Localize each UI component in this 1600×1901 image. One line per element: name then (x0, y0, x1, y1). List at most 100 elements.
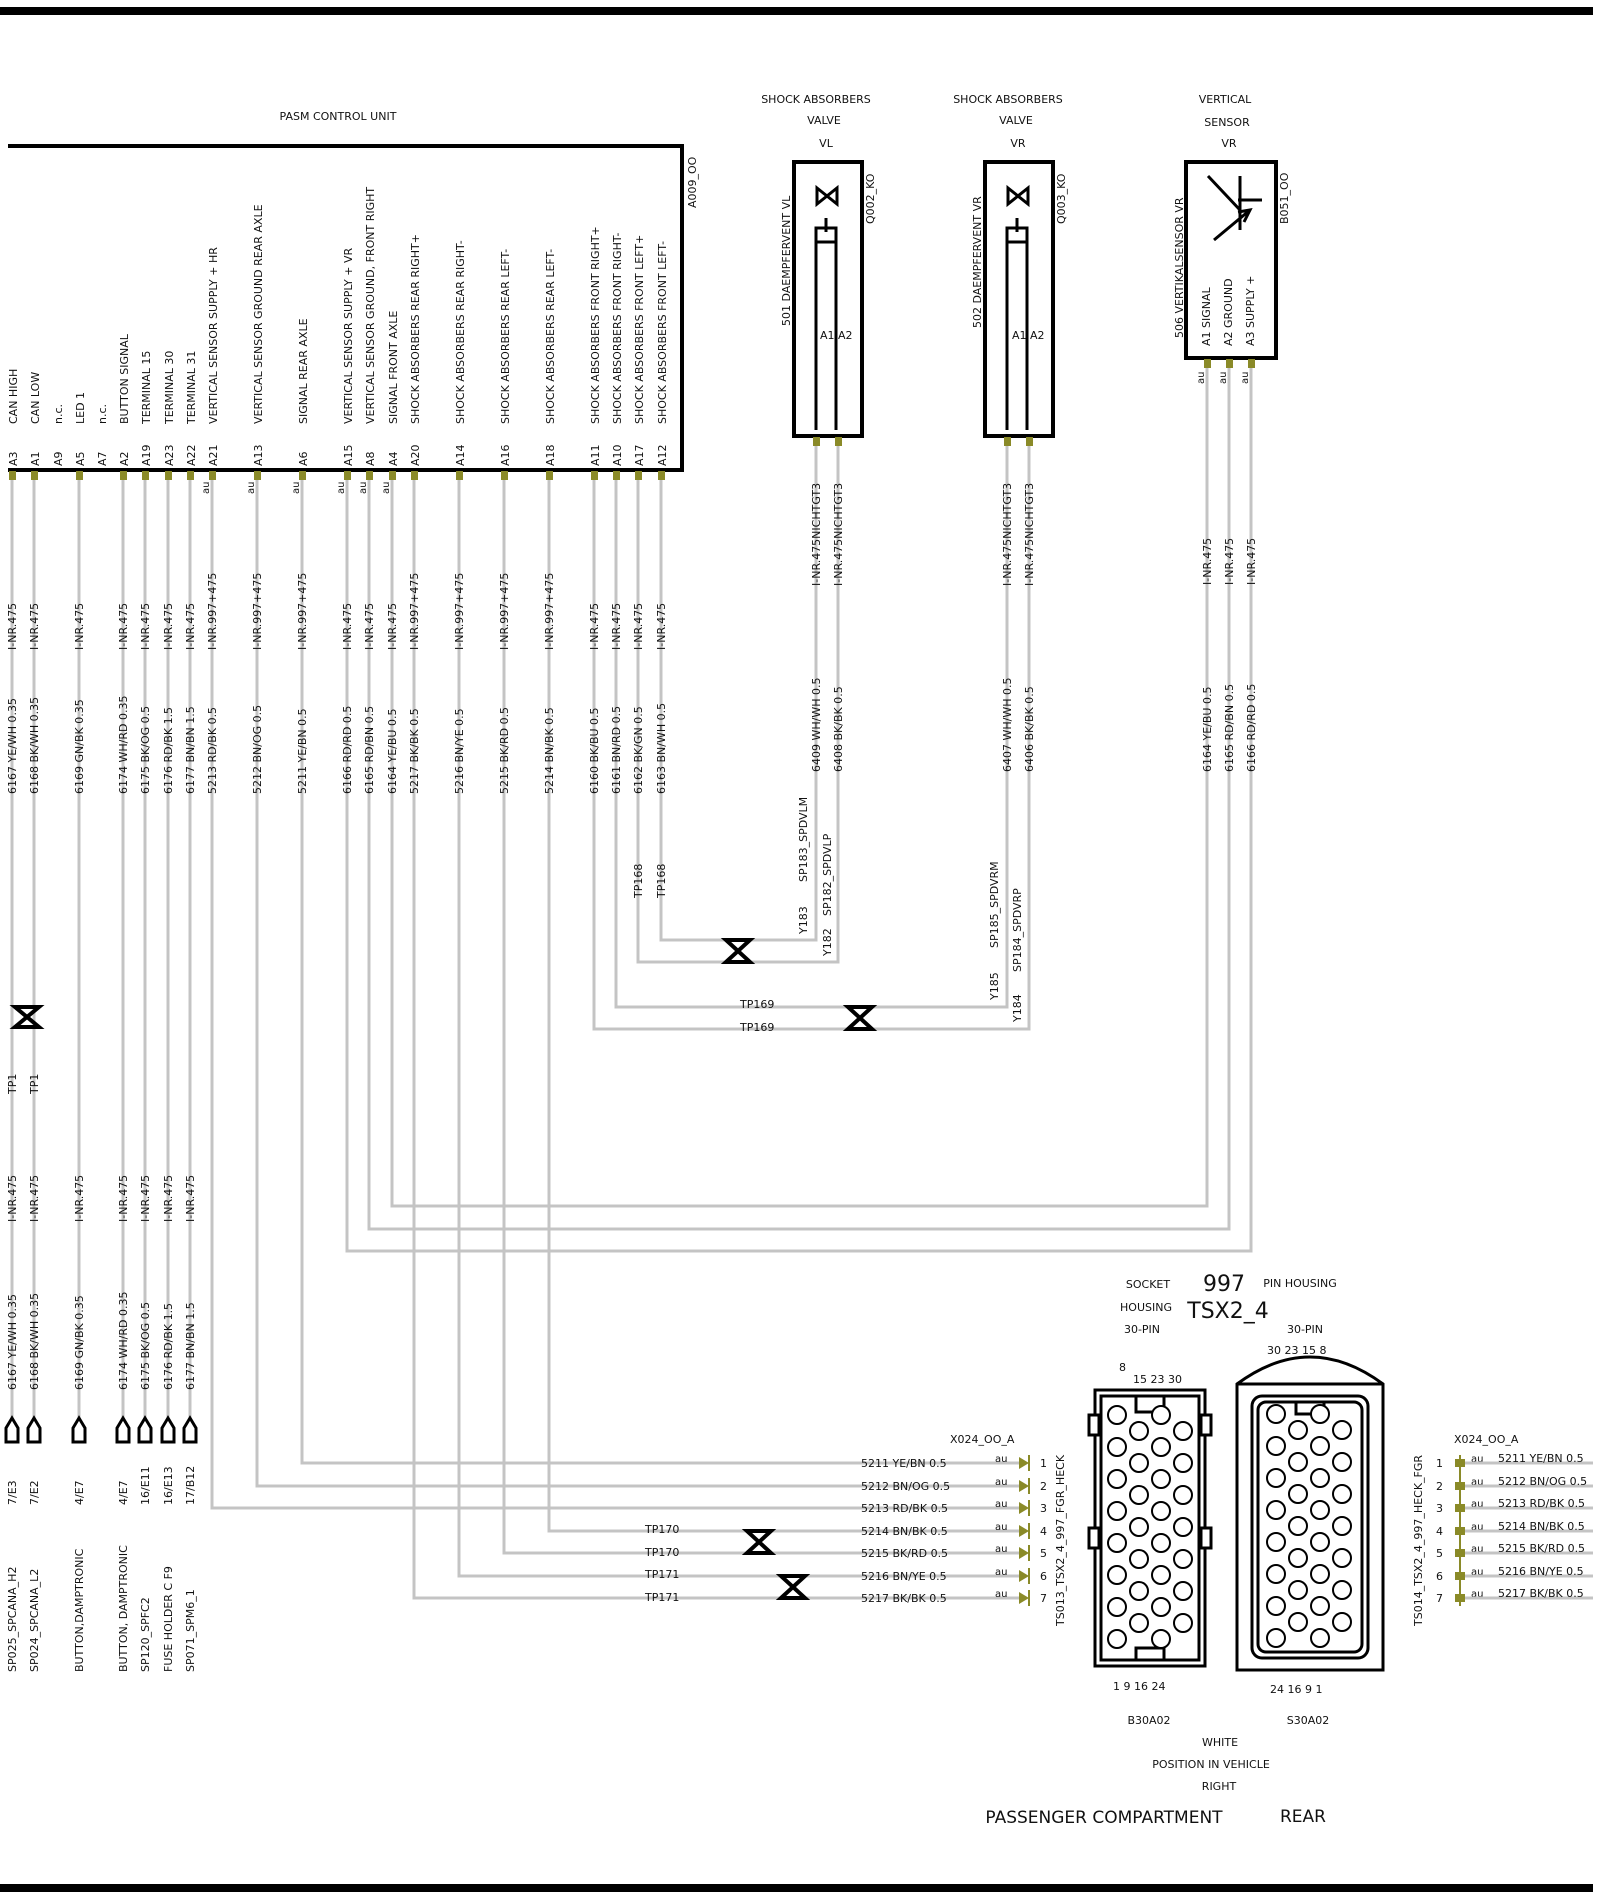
pasm-pin-A14: A14 (454, 444, 467, 466)
vertical-sensor-vr: VERTICAL SENSOR VR 506 VERTIKALSENSOR VR… (1173, 93, 1291, 368)
left-row-pin-3 (1019, 1502, 1029, 1514)
pasm-pin-label-A23: TERMINAL 30 (163, 351, 176, 425)
ref-A19: 16/E11 (139, 1466, 152, 1505)
wire-A12 (659, 446, 818, 942)
socket-hole (1173, 1549, 1193, 1569)
inr-top-A2: I-NR.475 (117, 603, 130, 650)
terminal-A1 (26, 1415, 42, 1444)
left-row-num-1: 1 (1040, 1457, 1047, 1470)
left-row-au-1: au (995, 1454, 1007, 1465)
socket-housing-drawing (1087, 1388, 1213, 1668)
right-row-num-7: 7 (1436, 1592, 1443, 1605)
pasm-pin-A17: A17 (633, 444, 646, 466)
pin-hole (1288, 1580, 1308, 1600)
inr-top-A22: I-NR.475 (184, 603, 197, 650)
left-row-au-2: au (995, 1477, 1007, 1488)
left-row-au-3: au (995, 1499, 1007, 1510)
socket-line-1: SOCKET (1126, 1278, 1170, 1291)
valve-vl-wire-2: 6408 BK/BK 0.5 (832, 686, 845, 772)
pasm-pin-label-A13: VERTICAL SENSOR GROUND REAR AXLE (252, 204, 265, 424)
valve-vl-splice-2: SP182_SPDVLP (821, 833, 834, 916)
sensor-wire-1: 6165 RD/BN 0.5 (1223, 684, 1236, 772)
inr-A11: I-NR.475 (588, 603, 601, 650)
inr-A13: I-NR.997+475 (251, 573, 264, 650)
left-row-num-3: 3 (1040, 1502, 1047, 1515)
pasm-pin-A23: A23 (163, 444, 176, 466)
right-row-au-2: au (1471, 1477, 1483, 1488)
note-white: WHITE (1202, 1736, 1238, 1749)
socket-hole (1129, 1421, 1149, 1441)
left-row-au-4: au (995, 1522, 1007, 1533)
left-row-pin-5 (1019, 1547, 1029, 1559)
au-label-A13: au (246, 482, 257, 494)
socket-hole (1129, 1549, 1149, 1569)
pasm-pin-label-A5: LED 1 (74, 392, 87, 424)
inr-A18: I-NR.997+475 (543, 573, 556, 650)
inr-A8: I-NR.475 (363, 603, 376, 650)
pin-hole (1310, 1500, 1330, 1520)
pasm-pin-label-A17: SHOCK ABSORBERS FRONT LEFT+ (633, 235, 646, 424)
valve-vr-wire-2: 6406 BK/BK 0.5 (1023, 686, 1036, 772)
socket-hole (1129, 1581, 1149, 1601)
sensor-au-0: au (1196, 372, 1207, 384)
pasm-pin-label-A1: CAN LOW (29, 372, 42, 424)
pasm-pin-terminal-A14 (456, 471, 463, 480)
right-row-num-2: 2 (1436, 1480, 1443, 1493)
pasm-pin-label-A6: SIGNAL REAR AXLE (297, 318, 310, 424)
left-row-num-5: 5 (1040, 1547, 1047, 1560)
wire-A6 (300, 475, 1020, 1465)
wire-top-A3: 6167 YE/WH 0.35 (6, 698, 19, 794)
wire-A11 (592, 446, 1031, 1031)
left-row-pin-6 (1019, 1570, 1029, 1582)
valve-vr-y-1: Y185 (988, 972, 1001, 1001)
valve-vl-pins: A1 A2 (820, 329, 853, 342)
left-connector-id: X024_OO_A (950, 1433, 1015, 1446)
pasm-pin-label-A3: CAN HIGH (7, 369, 20, 424)
tp171-b: TP171 (644, 1591, 679, 1604)
left-row-wire-3: 5213 RD/BK 0.5 (861, 1502, 948, 1515)
sensor-pin-a1: A1 SIGNAL (1200, 286, 1213, 346)
wire-bottom-A2: 6174 WH/RD 0.35 (117, 1292, 130, 1390)
valve-vr-title-2: VALVE (999, 114, 1033, 127)
socket-line-3: 30-PIN (1124, 1323, 1160, 1336)
wire-A15 (345, 368, 1253, 1253)
wire-label-A20: 5217 BK/BK 0.5 (408, 708, 421, 794)
wire-A18 (547, 475, 1020, 1533)
pasm-pin-A7: A7 (96, 451, 109, 466)
wire-bottom-A3: 6167 YE/WH 0.35 (6, 1294, 19, 1390)
valve-vl-box (792, 160, 864, 438)
wire-label-A16: 5215 BK/RD 0.5 (498, 707, 511, 794)
terminal-A3 (4, 1415, 20, 1444)
pin-hole (1266, 1468, 1286, 1488)
left-row-au-7: au (995, 1589, 1007, 1600)
au-label-A8: au (358, 482, 369, 494)
right-row-wire-5: 5215 BK/RD 0.5 (1498, 1542, 1585, 1555)
socket-hole (1173, 1485, 1193, 1505)
tp169-twist-icon (842, 1005, 878, 1031)
valve-vl-title-2: VALVE (807, 114, 841, 127)
pin-hole (1288, 1548, 1308, 1568)
left-row-num-6: 6 (1040, 1570, 1047, 1583)
sensor-inr-1: I-NR.475 (1223, 538, 1236, 585)
dest-A1: SP024_SPCANA_L2 (28, 1569, 41, 1672)
pin-hole (1310, 1532, 1330, 1552)
ref-A1: 7/E2 (28, 1480, 41, 1505)
pasm-pin-terminal-A12 (658, 471, 665, 480)
pin-hole (1310, 1436, 1330, 1456)
left-row-wire-1: 5211 YE/BN 0.5 (861, 1457, 947, 1470)
inr-A4: I-NR.475 (386, 603, 399, 650)
inr-bottom-A19: I-NR.475 (139, 1175, 152, 1222)
valve-vl-inr-2: I-NR.475NICHTGT3 (832, 483, 845, 586)
pasm-pin-A21: A21 (207, 444, 220, 466)
wire-label-A11: 6160 BK/BU 0.5 (588, 707, 601, 794)
left-row-wire-2: 5212 BN/OG 0.5 (861, 1480, 950, 1493)
pin-hole (1332, 1548, 1352, 1568)
pasm-pin-A10: A10 (611, 444, 624, 466)
pasm-pin-terminal-A17 (635, 471, 642, 480)
socket-hole (1107, 1565, 1127, 1585)
wire-A13 (255, 475, 1020, 1488)
pin-hole (1332, 1612, 1352, 1632)
sensor-box (1184, 160, 1278, 360)
pin-housing-1: PIN HOUSING (1263, 1277, 1337, 1290)
